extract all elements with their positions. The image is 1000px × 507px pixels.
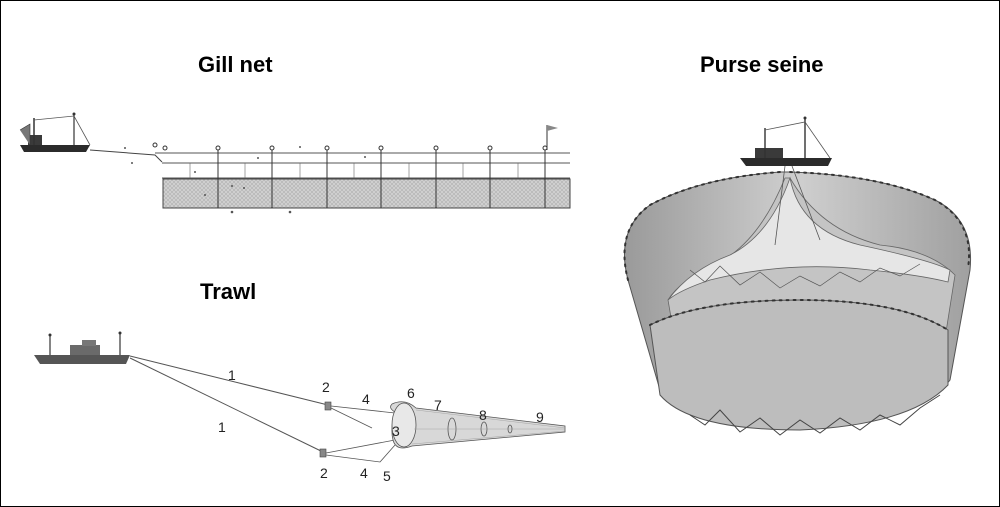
trawl-vessel [34,331,130,364]
trawl-label-bridle-upper: 4 [362,391,370,407]
trawl-diagram: 1 1 2 2 3 4 4 5 6 7 8 9 [34,331,566,484]
trawl-label-warp-upper: 1 [228,367,236,383]
trawl-label-codend: 9 [536,409,544,425]
purse-seine-vessel [740,116,832,166]
trawl-label-warp-lower: 1 [218,419,226,435]
gill-net-title: Gill net [198,52,273,77]
trawl-label-mouth: 3 [392,423,400,439]
trawl-label-groundrope: 5 [383,468,391,484]
trawl-label-belly: 8 [479,407,487,423]
trawl-label-otter-board-lower: 2 [320,465,328,481]
gill-net-panel [162,178,571,209]
trawl-label-bridle-lower: 4 [360,465,368,481]
purse-seine-title: Purse seine [700,52,824,77]
trawl-label-wing: 7 [434,397,442,413]
trawl-label-otter-board-upper: 2 [322,379,330,395]
trawl-title: Trawl [200,279,257,304]
purse-seine-diagram [623,116,972,436]
gill-net-vessel [19,112,91,152]
gill-net-diagram [19,112,571,214]
trawl-label-headline: 6 [407,385,415,401]
